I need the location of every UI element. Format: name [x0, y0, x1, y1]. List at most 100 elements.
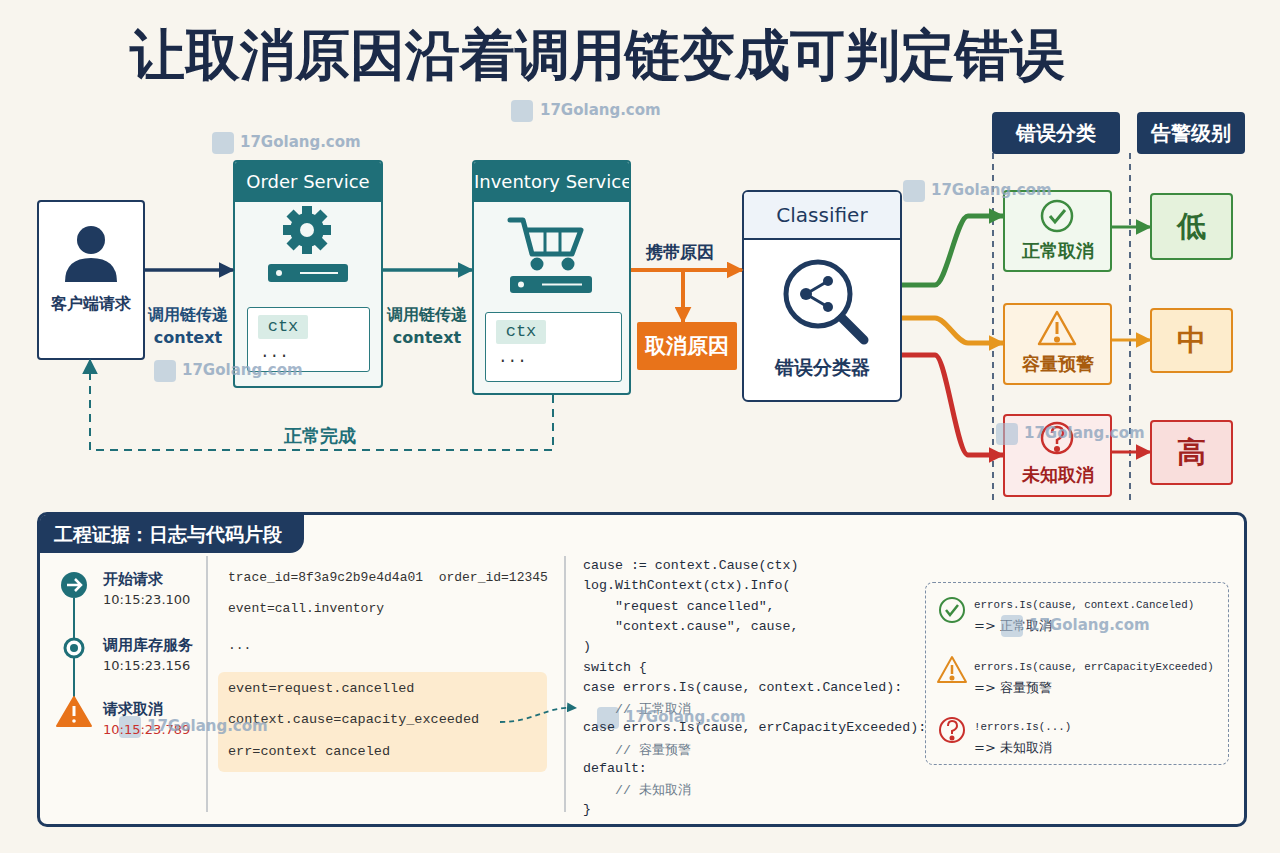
watermark-icon [154, 360, 176, 382]
gear-tooth [302, 206, 312, 216]
page-title: 让取消原因沿着调用链变成可判定错误 [130, 22, 1130, 88]
share-dot [800, 288, 812, 300]
classifier-icon [786, 262, 864, 340]
warning-dot [951, 677, 954, 680]
gear-hole [300, 223, 314, 237]
box-text: 正常取消 [1005, 239, 1110, 263]
box-text: err=context canceled [228, 744, 390, 759]
share-dot [823, 302, 833, 312]
magnifier-handle [842, 318, 864, 340]
box-text: => 未知取消 [974, 739, 1052, 757]
gear-tooth [286, 209, 300, 223]
question-ring [1042, 423, 1072, 453]
level-box: 中 [1150, 308, 1233, 373]
gear-tooth [313, 236, 327, 250]
gear-tooth [313, 209, 327, 223]
server-led [276, 270, 282, 276]
watermark-icons [119, 100, 1023, 738]
level-box: 高 [1150, 420, 1233, 485]
context-box: ctx... [485, 312, 622, 382]
watermark-icon [597, 707, 619, 729]
question-hook [948, 721, 957, 734]
box-text: 客户端请求 [39, 294, 143, 315]
check-icon [940, 598, 964, 622]
server-rack [510, 276, 592, 293]
cart-rib [544, 232, 547, 252]
warning-icon [1039, 312, 1075, 344]
warning-triangle [1039, 312, 1075, 344]
column-divider [1129, 153, 1131, 505]
question-ring [940, 718, 964, 742]
box-text: ... [498, 349, 527, 367]
watermark-icon [1001, 615, 1023, 637]
watermark-icon [212, 132, 234, 154]
question-icon [940, 718, 964, 742]
cart-body [510, 220, 581, 254]
question-dot [1055, 447, 1059, 451]
timeline-step-dot [70, 644, 78, 652]
edge-label: 调用链传递 context [146, 303, 230, 349]
rule-legend-box: errors.Is(cause, context.Canceled)=> 正常取… [925, 582, 1229, 765]
box-text: !errors.Is(...) [974, 721, 1071, 733]
box-text: context.cause=capacity_exceeded [228, 712, 479, 727]
server-slot [542, 284, 582, 286]
server-bar [268, 264, 348, 282]
flow-connector [145, 268, 233, 272]
box-text: ctx [258, 315, 308, 339]
flow-connector [631, 268, 742, 272]
watermark-icon [903, 180, 925, 202]
box-text: Classifier [744, 192, 900, 240]
timeline-line [73, 598, 75, 698]
cart-icon [510, 220, 581, 268]
evidence-panel: 工程证据：日志与代码片段event=request.cancelledconte… [37, 512, 1247, 827]
box-text: 错误分类器 [744, 355, 900, 381]
box-text: 中 [1152, 310, 1231, 371]
cart-wheel [533, 260, 541, 268]
person-body [65, 258, 117, 282]
watermark-icon [119, 716, 141, 738]
warning-icon [938, 657, 966, 682]
box-text: 错误分类 [992, 112, 1120, 154]
check-ring [1042, 201, 1072, 231]
category-box: 未知取消 [1003, 414, 1112, 497]
question-hook [1052, 427, 1063, 444]
watermark-icon [996, 423, 1018, 445]
magnifier-lens [786, 262, 850, 326]
column-header: 告警级别 [1137, 112, 1245, 154]
box-text: 取消原因 [637, 322, 737, 370]
timeline-step [65, 639, 83, 657]
box-text: 容量预警 [1005, 352, 1110, 376]
check-mark [1050, 210, 1065, 222]
box-text: 低 [1152, 195, 1231, 258]
log-highlight: event=request.cancelledcontext.cause=cap… [218, 672, 547, 772]
flow-connector [631, 270, 683, 322]
flow-connector [1112, 339, 1150, 342]
share-link [806, 281, 828, 294]
cart-rib [559, 232, 562, 252]
box-text: 高 [1152, 422, 1231, 483]
person-head [77, 226, 105, 254]
check-icon [1042, 201, 1072, 231]
warning-bar [73, 706, 76, 716]
column-header: 错误分类 [992, 112, 1120, 154]
person-icon [65, 226, 117, 282]
level-box: 低 [1150, 193, 1233, 260]
warning-dot [1055, 338, 1059, 342]
service-box: Order Servicectx... [233, 160, 383, 388]
box-text: Order Service [235, 162, 381, 202]
check-mark [946, 605, 958, 615]
category-box: 正常取消 [1003, 190, 1112, 272]
box-text: => 正常取消 [974, 617, 1052, 635]
edge-label: 正常完成 [265, 423, 375, 449]
server-led [518, 282, 524, 288]
flow-connector [902, 355, 1003, 455]
server-rack [268, 264, 348, 282]
watermark-icon [511, 100, 533, 122]
question-icon [1042, 423, 1072, 453]
question-dot [951, 737, 954, 740]
timeline-start [61, 572, 87, 598]
watermark: 17Golang.com [540, 101, 661, 119]
leader-arrow [500, 708, 576, 722]
panel-divider [206, 556, 208, 812]
